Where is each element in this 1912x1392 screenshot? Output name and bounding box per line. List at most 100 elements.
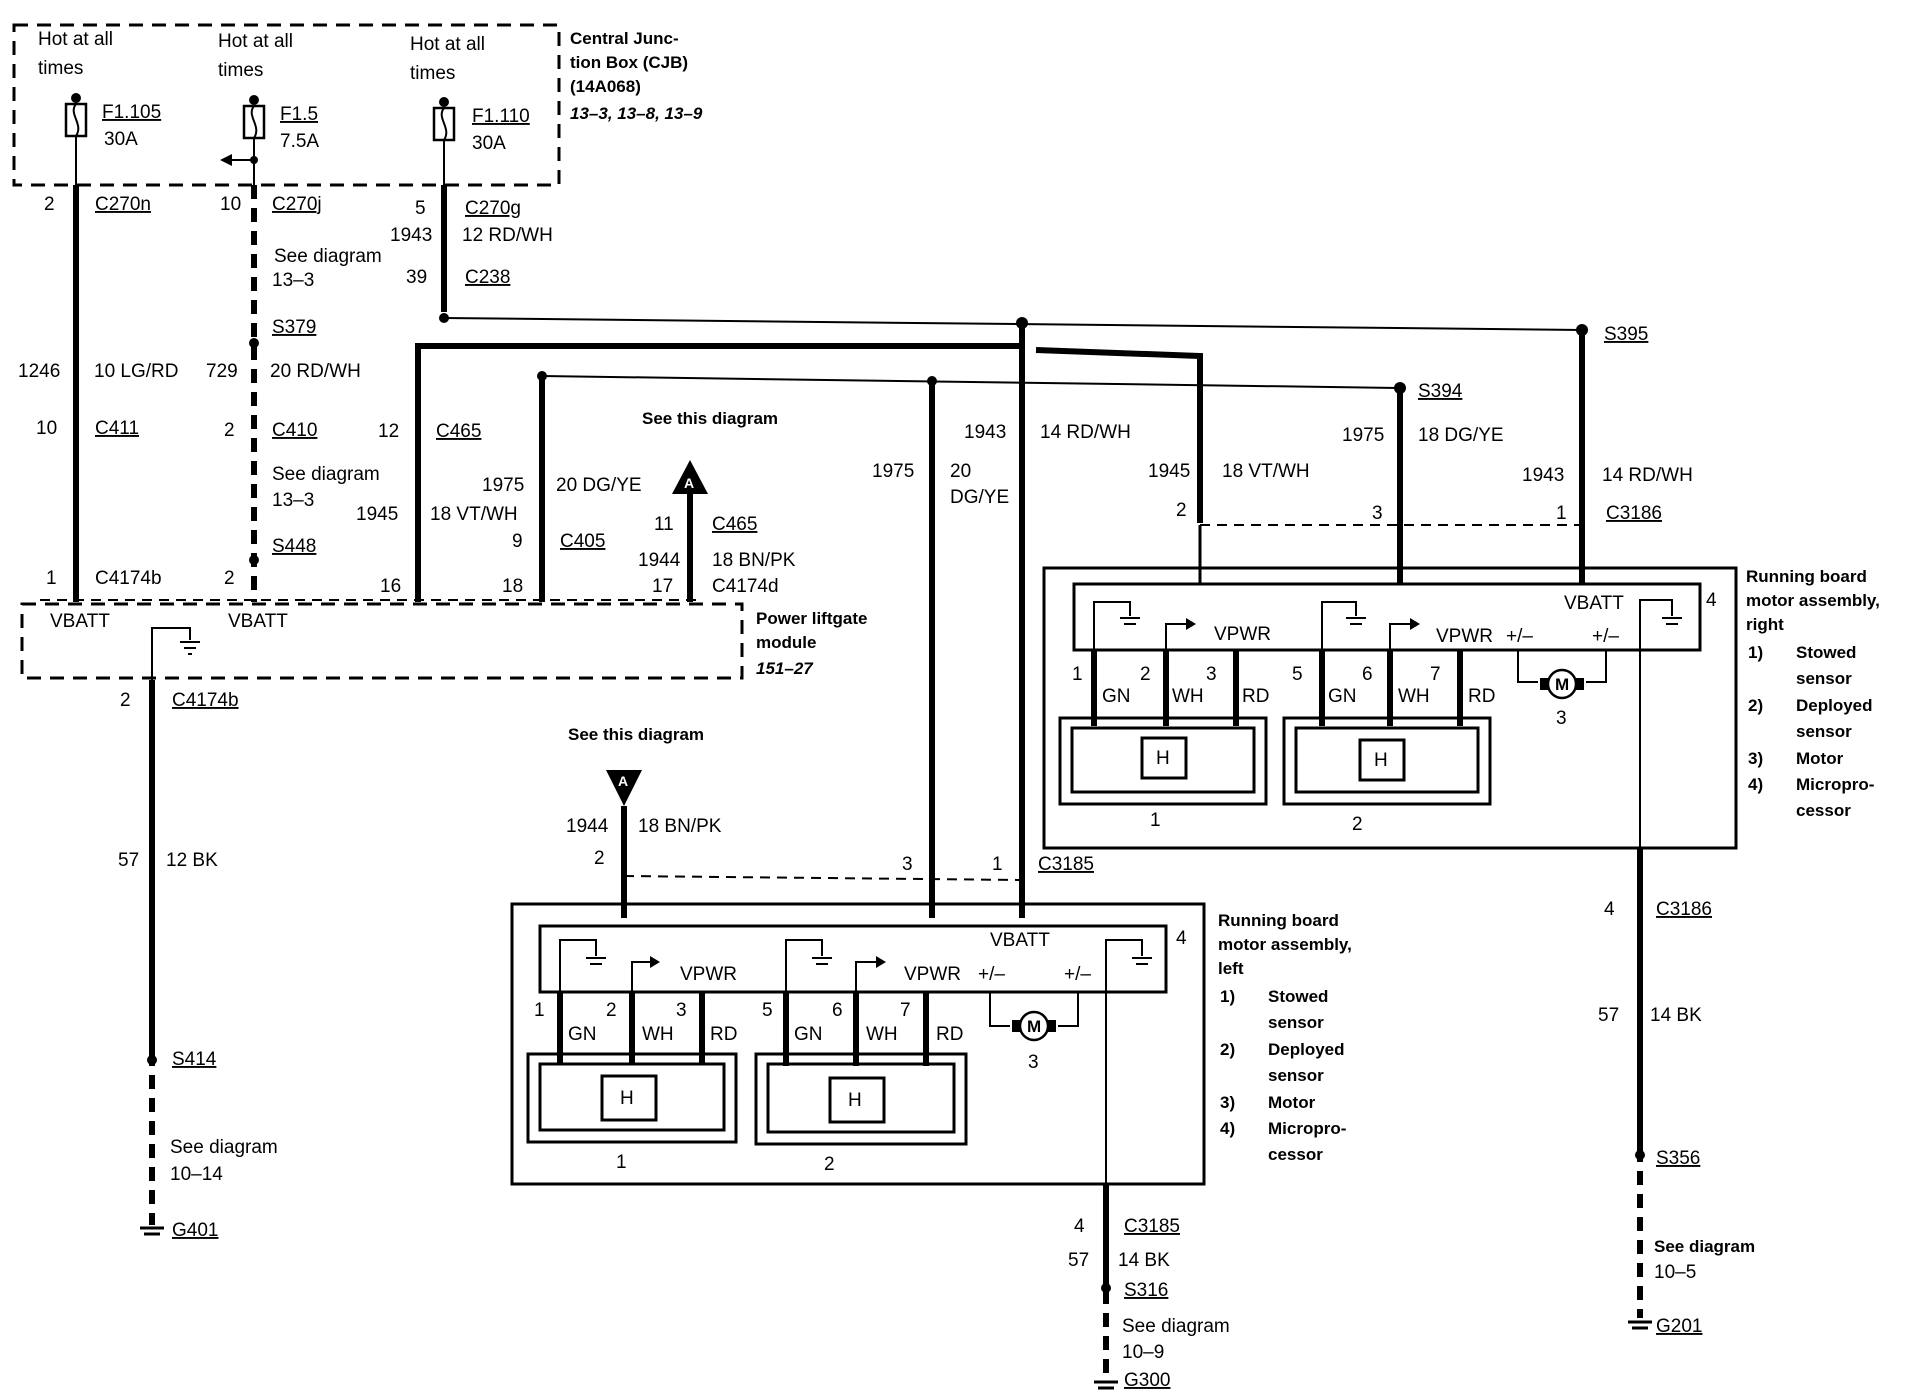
pin-label: 1 <box>1556 503 1567 524</box>
rd-label: RD <box>936 1024 963 1045</box>
wire-number: 57 <box>118 850 139 871</box>
connector-letter: A <box>618 773 628 789</box>
wire-spec: DG/YE <box>950 487 1009 508</box>
pin-label: 3 <box>1372 503 1383 524</box>
ground-icon <box>1120 617 1140 625</box>
pm-label: +/– <box>1592 626 1619 647</box>
pin-label: 2 <box>606 1000 617 1021</box>
ground-icon <box>1346 617 1366 625</box>
connector-c3186: C3186 <box>1656 899 1712 920</box>
wire-spec: 20 DG/YE <box>556 475 642 496</box>
pin-label: 18 <box>502 576 523 597</box>
pin-label: 2 <box>224 420 235 441</box>
pin-label: 1 <box>616 1152 627 1173</box>
legend-num: 1) <box>1220 987 1235 1006</box>
arrow-icon <box>650 956 660 968</box>
pin-label: 1 <box>46 568 57 589</box>
cjb-title-3: (14A068) <box>570 77 641 96</box>
legend-text: cessor <box>1268 1145 1323 1164</box>
pin-label: 2 <box>824 1154 835 1175</box>
splice-s395: S395 <box>1604 324 1648 345</box>
see-diagram-label: See diagram <box>170 1137 278 1158</box>
wire-number: 1246 <box>18 361 60 382</box>
pin-label: 3 <box>676 1000 687 1021</box>
wire-number: 57 <box>1598 1005 1619 1026</box>
pin-label: 1 <box>1150 810 1161 831</box>
rd-label: RD <box>1242 686 1269 707</box>
connector-c410: C410 <box>272 420 317 441</box>
sensor-h-label: H <box>620 1088 634 1109</box>
arrow-icon <box>876 956 886 968</box>
gn-label: GN <box>794 1024 823 1045</box>
central-junction-box: Hot at all times Hot at all times Hot at… <box>12 23 703 187</box>
legend-text: Micropro- <box>1796 775 1874 794</box>
vpwr-label: VPWR <box>680 964 737 985</box>
connector-c411: C411 <box>95 418 139 439</box>
pin-label: 12 <box>378 421 399 442</box>
ground-g201: G201 <box>1656 1316 1702 1337</box>
ref-label: 10–5 <box>1654 1262 1696 1283</box>
ref-label: 13–3 <box>272 490 314 511</box>
wire-spec: 14 BK <box>1650 1005 1702 1026</box>
rbm-right-title-1: Running board <box>1746 567 1867 586</box>
wire-spec: 14 RD/WH <box>1602 465 1693 486</box>
rd-label: RD <box>1468 686 1495 707</box>
wire-number: 1943 <box>964 422 1006 443</box>
ground-icon <box>1132 957 1152 965</box>
hot-label-3: Hot at all <box>410 34 485 55</box>
vpwr-label: VPWR <box>1214 624 1271 645</box>
pin-label: 11 <box>654 514 674 535</box>
wire-57-g300: 4 C3185 57 14 BK S316 See diagram 10–9 G… <box>1068 1184 1230 1391</box>
legend-text: sensor <box>1796 722 1852 741</box>
pm-label: +/– <box>1064 964 1091 985</box>
pin-label: 5 <box>415 198 426 219</box>
pin-label: 2 <box>1140 664 1151 685</box>
wh-label: WH <box>1398 686 1430 707</box>
motor-letter: M <box>1027 1017 1041 1036</box>
legend-text: sensor <box>1268 1066 1324 1085</box>
legend-text: Micropro- <box>1268 1119 1346 1138</box>
connector-c465: C465 <box>436 421 481 442</box>
wire-spec: 18 VT/WH <box>430 504 518 525</box>
wire-number: 57 <box>1068 1250 1089 1271</box>
pin-label: 1 <box>534 1000 545 1021</box>
legend-num: 4) <box>1748 775 1763 794</box>
wire-spec: 18 BN/PK <box>638 816 722 837</box>
rbm-left-title-2: motor assembly, <box>1218 935 1352 954</box>
pin-label: 16 <box>380 576 401 597</box>
connector-c405: C405 <box>560 531 605 552</box>
connector-c4174d: C4174d <box>712 576 779 597</box>
cjb-title-2: tion Box (CJB) <box>570 53 688 72</box>
connector-c4174b: C4174b <box>95 568 162 589</box>
pin-label: 6 <box>832 1000 843 1021</box>
connector-a-down: See this diagram A 1944 18 BN/PK 2 <box>566 725 722 918</box>
splice-s379: S379 <box>272 317 316 338</box>
legend-text: Stowed <box>1268 987 1328 1006</box>
see-diagram-label: See diagram <box>1654 1237 1755 1256</box>
wire-1246: 2 C270n 1246 10 LG/RD 10 C411 1 C4174b <box>18 136 178 602</box>
wire-number: 1975 <box>1342 425 1384 446</box>
wire-57-g401: 2 C4174b 57 12 BK S414 See diagram 10–14… <box>118 650 278 1241</box>
connector-c270j: C270j <box>272 194 322 215</box>
splice-s414: S414 <box>172 1049 217 1070</box>
pin-label: 9 <box>512 531 523 552</box>
ref-label: 10–14 <box>170 1164 223 1185</box>
vpwr-label: VPWR <box>904 964 961 985</box>
arrow-left-icon <box>220 154 232 166</box>
fuse-rating-2: 7.5A <box>280 131 319 152</box>
pin-label: 17 <box>652 576 673 597</box>
rbm-left-title-1: Running board <box>1218 911 1339 930</box>
pin-label: 4 <box>1706 590 1717 611</box>
legend-text: Stowed <box>1796 643 1856 662</box>
pin-label: 4 <box>1074 1216 1085 1237</box>
arrow-icon <box>1186 618 1196 630</box>
wire-number: 1975 <box>872 461 914 482</box>
pin-label: 6 <box>1362 664 1373 685</box>
ground-icon <box>1628 1320 1652 1330</box>
connector-c465: C465 <box>712 514 757 535</box>
pm-label: +/– <box>1506 626 1533 647</box>
pin-label: 4 <box>1604 899 1615 920</box>
ground-icon <box>812 957 832 965</box>
wire-spec: 10 LG/RD <box>94 361 178 382</box>
wire-729: 10 C270j See diagram 13–3 S379 729 20 RD… <box>206 160 382 602</box>
